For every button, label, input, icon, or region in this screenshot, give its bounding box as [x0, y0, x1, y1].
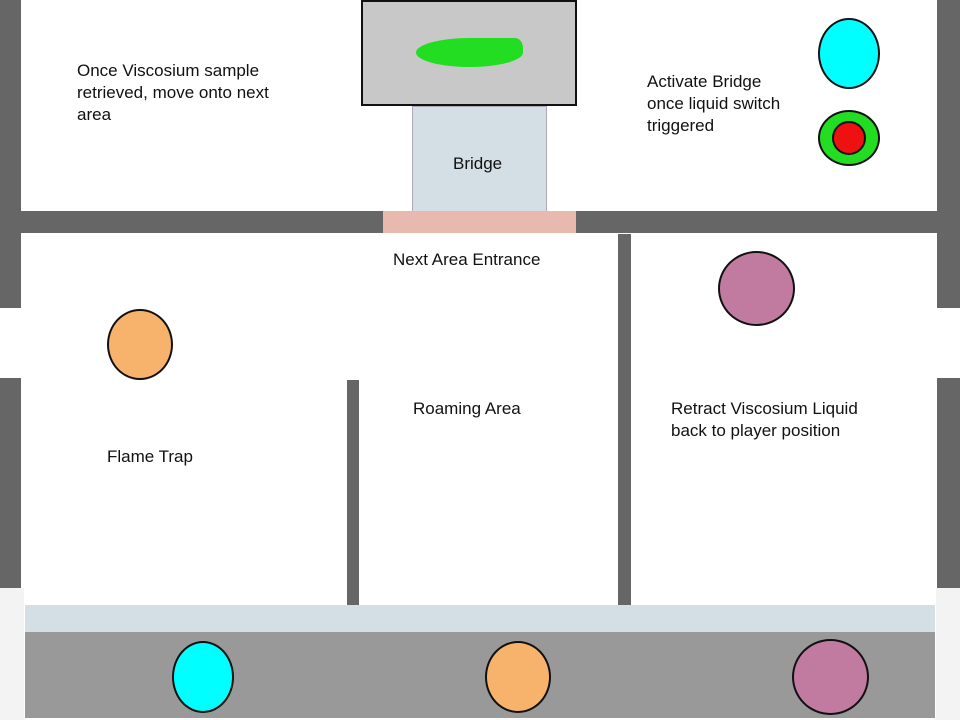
- right-wall-top: [937, 0, 960, 308]
- next-area-label: Next Area Entrance: [393, 250, 541, 269]
- roaming-area-label: Roaming Area: [413, 399, 521, 418]
- activate-bridge-label: Activate Bridge once liquid switch trigg…: [647, 72, 781, 135]
- bottom-right-margin: [936, 588, 960, 720]
- cyan-marker-icon: [818, 18, 880, 89]
- liquid-switch-core-icon: [832, 121, 866, 155]
- left-wall-top: [0, 0, 21, 308]
- retract-label: Retract Viscosium Liquid back to player …: [671, 399, 858, 440]
- bottom-strip: [25, 605, 935, 632]
- flame-trap-label: Flame Trap: [107, 447, 193, 466]
- left-wall-bottom: [0, 378, 21, 588]
- bridge-label: Bridge: [453, 154, 503, 173]
- bridge: [412, 106, 547, 212]
- flame-trap-marker-icon: [107, 309, 173, 380]
- viscosium-liquid: [416, 38, 523, 67]
- horizontal-wall-right: [576, 211, 937, 233]
- horizontal-wall-left: [21, 211, 383, 233]
- retract-marker-icon: [718, 251, 795, 326]
- right-wall-bottom: [937, 378, 960, 588]
- next-area-entrance: [383, 211, 576, 233]
- bottom-orange-marker-icon: [485, 641, 551, 713]
- bottom-cyan-marker-icon: [172, 641, 234, 713]
- bottom-left-margin: [0, 588, 24, 720]
- right-divider-wall: [618, 234, 631, 605]
- middle-divider-wall: [347, 380, 359, 605]
- bottom-purple-marker-icon: [792, 639, 869, 715]
- viscosium-note-label: Once Viscosium sample retrieved, move on…: [77, 61, 269, 124]
